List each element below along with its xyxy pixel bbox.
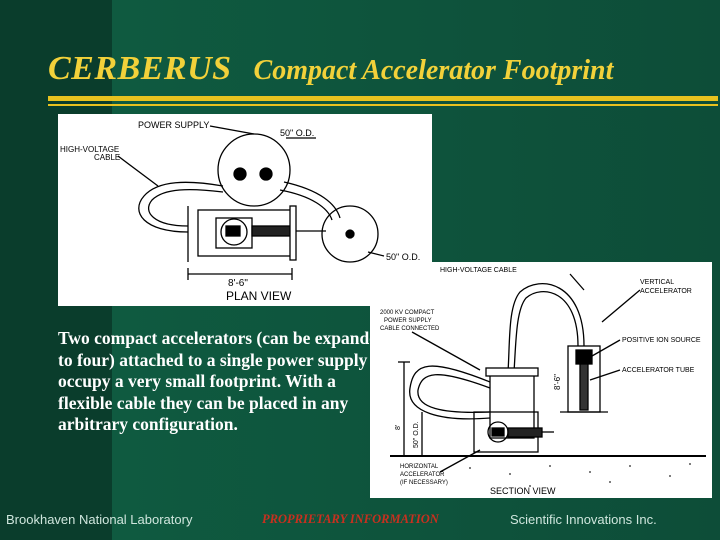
section-label-horiz-1: HORIZONTAL <box>400 464 439 470</box>
section-label-horiz-3: (IF NECESSARY) <box>400 480 448 486</box>
footer-right: Scientific Innovations Inc. <box>510 512 657 527</box>
section-dim-small: 8' <box>395 425 402 430</box>
plan-dim-top: 50" O.D. <box>280 128 314 138</box>
plan-caption: PLAN VIEW <box>226 289 292 303</box>
plan-dim-right: 50" O.D. <box>386 252 420 262</box>
section-label-compact-2: POWER SUPPLY <box>384 318 432 324</box>
plan-dim-length: 8'-6" <box>228 278 248 289</box>
section-label-hv: HIGH-VOLTAGE CABLE <box>440 267 517 274</box>
title-main: CERBERUS <box>48 50 232 87</box>
section-label-ion: POSITIVE ION SOURCE <box>622 337 701 344</box>
section-label-vert-2: ACCELERATOR <box>640 288 692 295</box>
plan-label-hv-2: CABLE <box>94 153 120 162</box>
power-supply-circle <box>217 133 291 207</box>
plan-cable-left <box>138 181 224 233</box>
title-rule <box>48 96 718 101</box>
plan-label-hv-1: HIGH-VOLTAGE <box>60 145 119 154</box>
section-cable-left <box>409 365 491 420</box>
plan-label-power-supply: POWER SUPPLY <box>138 120 209 130</box>
section-label-horiz-2: ACCELERATOR <box>400 472 445 478</box>
plan-view-drawing: POWER SUPPLY HIGH-VOLTAGE CABLE 50" O.D.… <box>58 114 432 306</box>
title-sub: Compact Accelerator Footprint <box>253 55 614 86</box>
plan-second-circle <box>321 205 379 263</box>
title-rule-thin <box>48 104 718 106</box>
section-caption: SECTION VIEW <box>490 486 556 496</box>
section-view-drawing: HIGH-VOLTAGE CABLE VERTICAL ACCELERATOR … <box>370 262 712 498</box>
section-cable-arc <box>507 283 585 373</box>
slide-title: CERBERUS Compact Accelerator Footprint <box>48 50 613 88</box>
section-label-compact-1: 2000 KV COMPACT <box>380 310 435 316</box>
slide-body-text: Two compact accelerators (can be expande… <box>58 328 387 434</box>
section-view-svg: HIGH-VOLTAGE CABLE VERTICAL ACCELERATOR … <box>380 267 706 496</box>
plan-view-svg: POWER SUPPLY HIGH-VOLTAGE CABLE 50" O.D.… <box>60 120 420 303</box>
footer-proprietary: PROPRIETARY INFORMATION <box>262 512 439 526</box>
section-dim-od: 50" O.D. <box>413 421 420 448</box>
section-dim-height: 8'-6" <box>553 374 562 390</box>
section-label-tube: ACCELERATOR TUBE <box>622 367 695 374</box>
section-label-vert-1: VERTICAL <box>640 279 674 286</box>
section-label-compact-3: CABLE CONNECTED <box>380 326 440 332</box>
footer-left: Brookhaven National Laboratory <box>6 512 193 527</box>
